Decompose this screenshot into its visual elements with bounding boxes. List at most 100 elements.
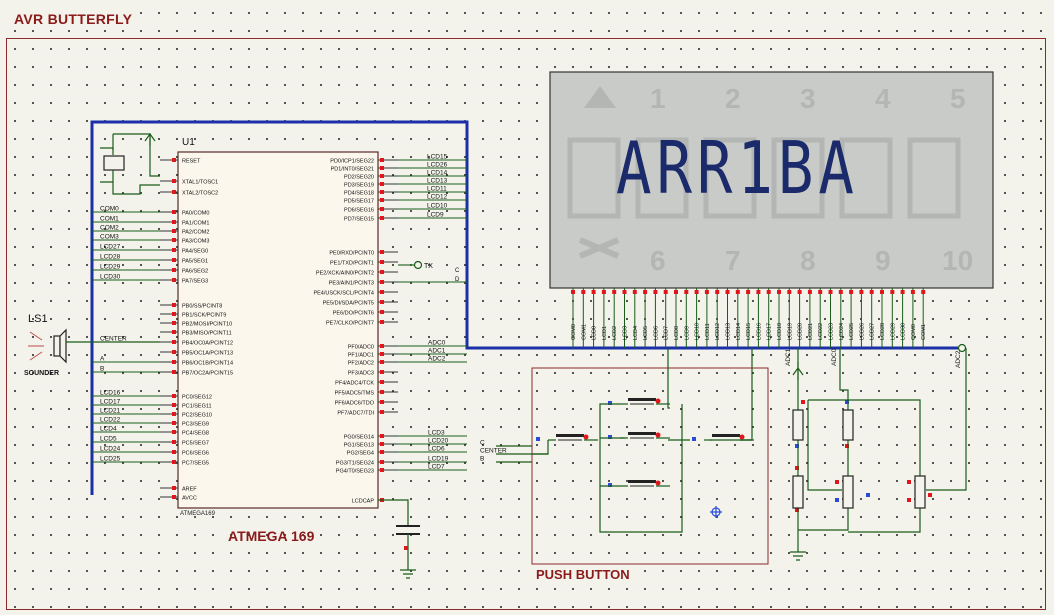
mcu-pin-label: PF3/ADC3	[348, 371, 374, 377]
mcu-chip[interactable]	[177, 151, 379, 509]
mcu-ref-label: U1	[182, 137, 195, 148]
data-bus	[90, 120, 958, 495]
net-label: LCD27	[100, 244, 121, 251]
mcu-pin-label: PB2/MOSI/PCINT10	[182, 322, 232, 328]
mcu-pins: RESETXTAL1/TOSC1XTAL2/TOSC2PA0/COM0PA1/C…	[92, 158, 467, 505]
lcd-pin-label: LCD28	[880, 323, 886, 340]
net-label: LCD17	[100, 399, 121, 406]
mcu-pin-label: PG1/SEG13	[344, 443, 374, 449]
mcu-pin-label: PE5/DI/SDA/PCINT5	[323, 301, 374, 307]
net-label: LCD28	[100, 254, 121, 261]
mcu-pin-label: XTAL2/TOSC2	[182, 191, 218, 197]
mcu-pin-label: PE4/USCK/SCL/PCINT4	[313, 291, 374, 297]
lcd-pin-label: COM0	[571, 324, 577, 340]
push-button[interactable]	[536, 434, 598, 441]
lcd-pin-label: LCD26	[859, 323, 865, 340]
mcu-pin-label: PC1/SEG11	[182, 404, 212, 410]
lcd-digit: 9	[875, 245, 891, 276]
lcd-pin-label: LCD4	[633, 326, 639, 340]
mcu-pin-label: AREF	[182, 487, 197, 493]
mcu-pin-label: PC3/SEG9	[182, 422, 209, 428]
speaker[interactable]	[28, 328, 160, 364]
mcu-pin-label: PE3/AIN1/PCINT3	[329, 281, 374, 287]
lcd-digit: 10	[942, 245, 973, 276]
vcc-arrow-icon	[144, 132, 156, 146]
lcd-digit: 1	[650, 83, 666, 114]
mcu-pin-label: PF5/ADC5/TMS	[335, 391, 375, 397]
net-label: LCD14	[427, 170, 448, 177]
mcu-pin-label: PD0/ICP1/SEG22	[330, 159, 374, 165]
lcd-pin-label: LCD21	[808, 323, 814, 340]
lcd-text: ARR1BA	[616, 126, 859, 210]
speaker-ref-label: LS1	[28, 313, 48, 325]
net-label: COM0	[100, 206, 119, 213]
analog-wires	[792, 348, 967, 552]
mcu-pin-label: RESET	[182, 159, 201, 165]
mcu-pin-label: PA5/SEG1	[182, 259, 208, 265]
lcd-pin-label: LCD14	[736, 323, 742, 340]
mcu-pin-label: PA2/COM2	[182, 230, 209, 236]
net-label: LCD30	[100, 274, 121, 281]
lcd-pin-label: LCD22	[818, 323, 824, 340]
resistor[interactable]	[792, 409, 854, 509]
mcu-pin-label: PB6/OC1B/PCINT14	[182, 361, 233, 367]
potentiometer[interactable]	[842, 475, 926, 509]
net-label: LCD25	[100, 456, 121, 463]
lcdcap-capacitor[interactable]	[378, 499, 420, 570]
net-label: LCD19	[428, 456, 449, 463]
net-label: A	[100, 356, 105, 363]
push-button[interactable]	[608, 480, 670, 487]
mcu-pin-label: PG0/SEG14	[344, 435, 374, 441]
mcu-pin-label: PB4/OC0A/PCINT12	[182, 341, 233, 347]
lcd-digit: 3	[800, 83, 816, 114]
net-label: LCD3	[428, 430, 445, 437]
net-label: LCD13	[427, 178, 448, 185]
lcd-pin-label: LCD1	[602, 326, 608, 340]
mcu-pin-label: PC5/SEG7	[182, 441, 209, 447]
mcu-pin-label: PD3/SEG19	[344, 183, 374, 189]
lcd-pin-label: LCD19	[787, 323, 793, 340]
crystal[interactable]	[100, 133, 160, 195]
lcd-pin-label: LCD9	[684, 326, 690, 340]
mcu-pin-label: PD1/INT0/SEG21	[331, 167, 374, 173]
mcu-part-label: ATMEGA169	[180, 511, 215, 517]
push-buttons[interactable]	[404, 398, 932, 550]
net-label: LCD5	[100, 436, 117, 443]
net-label: COM3	[100, 234, 119, 241]
tx-label: TX	[424, 263, 433, 270]
mcu-pin-label: PA0/COM0	[182, 211, 209, 217]
lcd-pin-label: LCD8	[674, 326, 680, 340]
mcu-pin-label: PF7/ADC7/TDI	[337, 411, 374, 417]
mcu-pin-label: PC4/SEG8	[182, 431, 209, 437]
ground-icon	[400, 569, 416, 579]
lcd-pin-label: LCD23	[829, 323, 835, 340]
net-label: LCD16	[100, 390, 121, 397]
mcu-pin-label: PG4/T0/SEG23	[336, 469, 374, 475]
mcu-pin-label: PC2/SEG10	[182, 413, 212, 419]
net-label: CENTER	[480, 448, 507, 455]
mcu-pin-label: PE1/TXD/PCINT1	[330, 261, 374, 267]
net-label: LCD4	[100, 426, 117, 433]
lcd-pin-label: COM0	[911, 324, 917, 340]
lcd-digit: 7	[725, 245, 741, 276]
ground-icon	[790, 551, 806, 561]
net-label: LCD20	[428, 438, 449, 445]
lcd-pin-label: LCD7	[664, 326, 670, 340]
mcu-pin-label: PF0/ADC0	[348, 345, 374, 351]
mcu-pin-label: PE6/DO/PCINT6	[333, 311, 374, 317]
net-label: CENTER	[100, 336, 127, 343]
mcu-pin-label: PE2/XCK/AIN0/PCINT2	[316, 271, 374, 277]
push-button[interactable]	[608, 432, 670, 439]
bus-end-marker	[413, 260, 967, 353]
mcu-pin-label: PF2/ADC2	[348, 361, 374, 367]
mcu-pin-label: PB3/MISO/PCINT11	[182, 331, 232, 337]
lcd-pin-label: LCD24	[839, 323, 845, 340]
lcd-digit: 4	[875, 83, 891, 114]
net-label: LCD11	[427, 186, 447, 193]
lcd-pin-label: COM1	[921, 324, 927, 340]
net-label: LCD10	[427, 203, 448, 210]
lcd-pin-label: LCD16	[756, 323, 762, 340]
net-label: COM1	[100, 216, 119, 223]
net-label: COM2	[100, 225, 119, 232]
